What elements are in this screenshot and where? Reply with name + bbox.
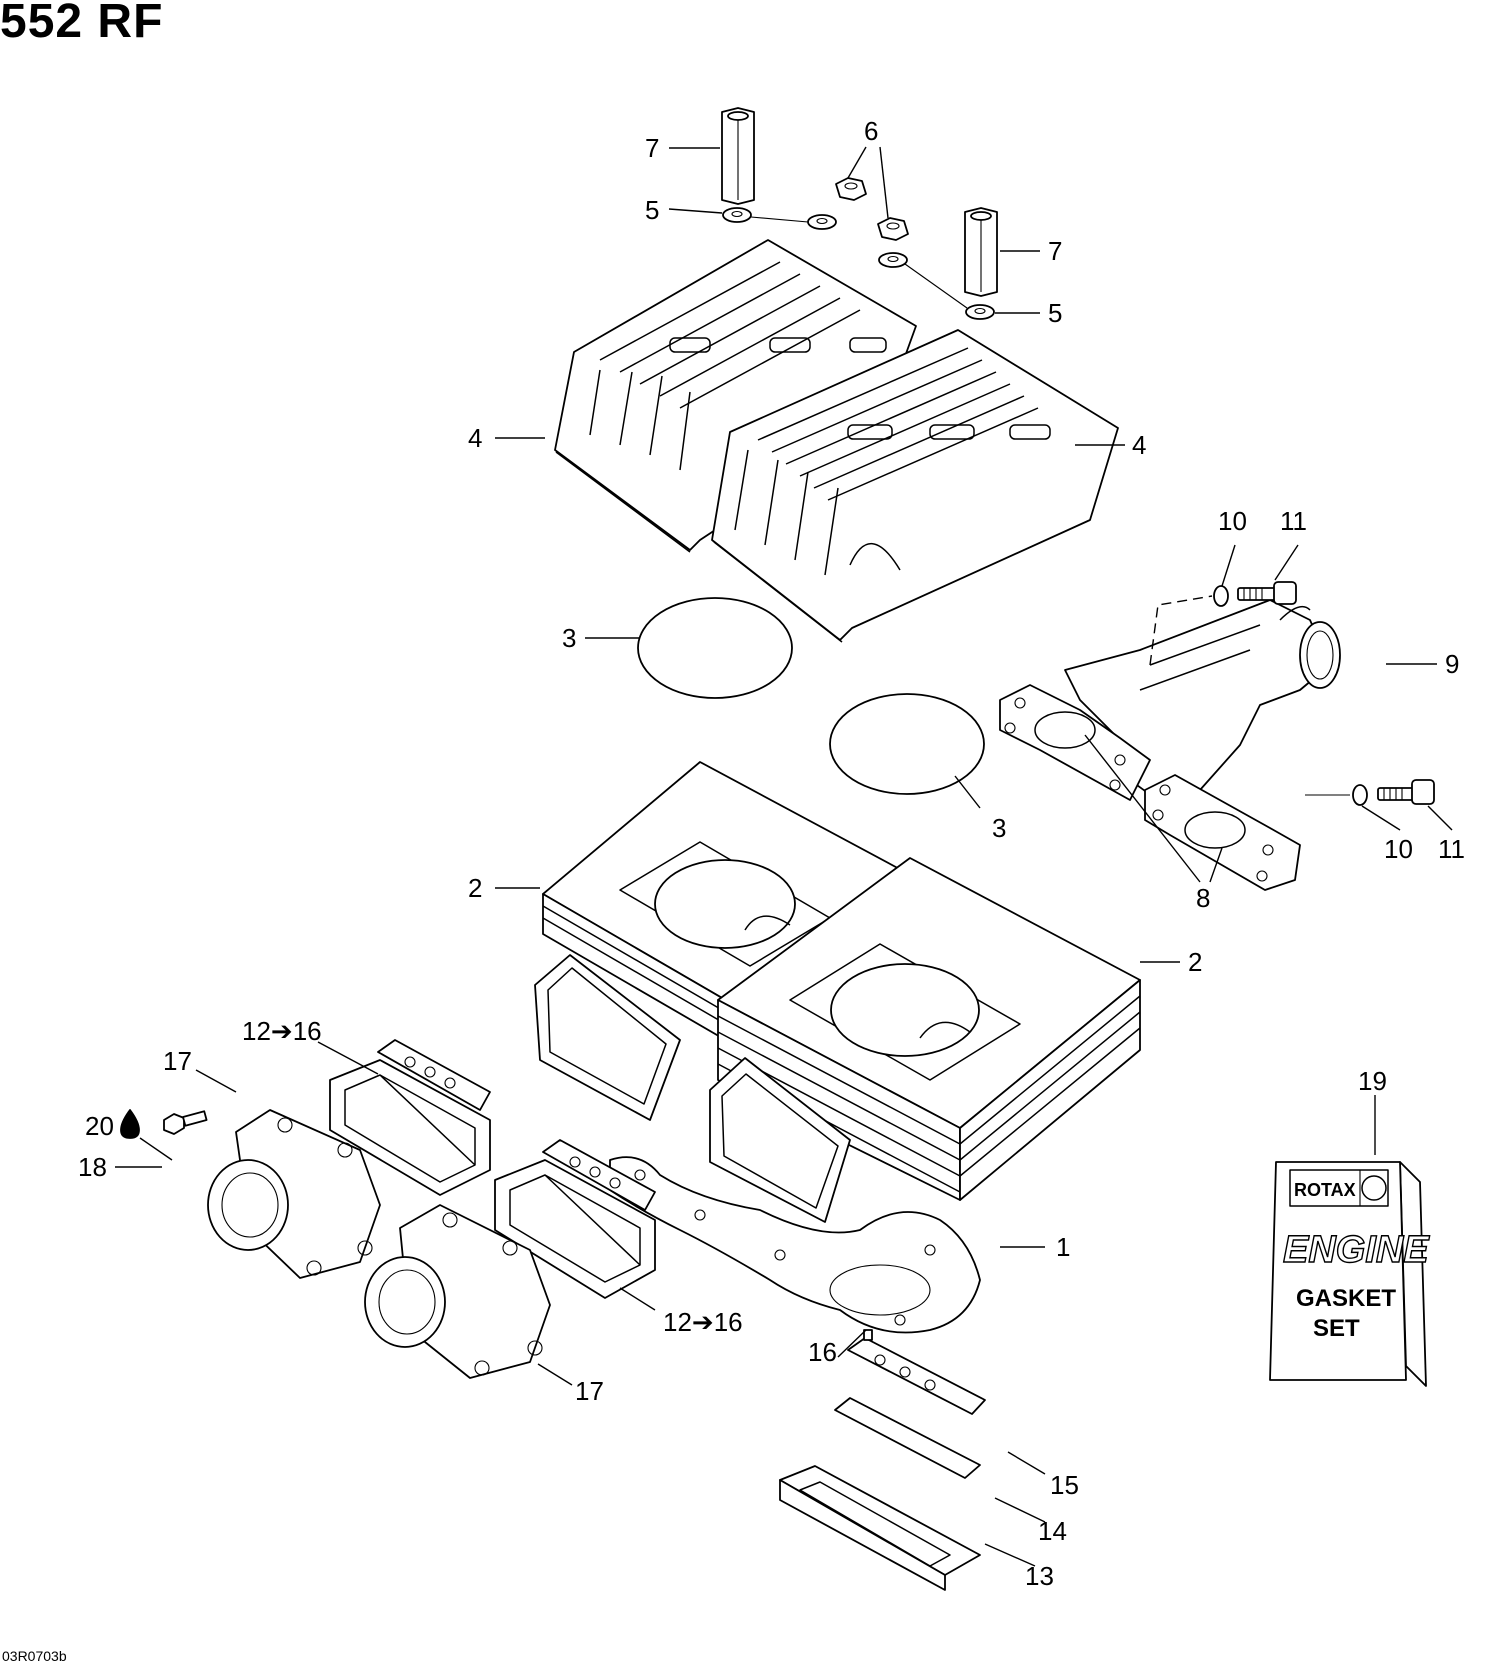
washer-1	[722, 207, 752, 223]
stud-sleeve-right	[964, 207, 998, 297]
callout-2-right: 2	[1188, 947, 1202, 977]
figure-code: 03R0703b	[2, 1648, 67, 1664]
intake-manifold-lower	[364, 1204, 551, 1379]
o-ring-right	[829, 693, 985, 795]
nut-2	[877, 217, 909, 241]
reed-valve-lower	[494, 1159, 656, 1299]
lock-washer-lower	[1352, 784, 1368, 806]
callout-1: 1	[1056, 1232, 1070, 1262]
reed-stop-lower	[542, 1139, 656, 1211]
lock-washer-upper	[1213, 585, 1229, 607]
callout-7-right: 7	[1048, 236, 1062, 266]
screw-lower	[1377, 779, 1435, 805]
callout-8: 8	[1196, 883, 1210, 913]
callout-15: 15	[1050, 1470, 1079, 1500]
kit-line1: ENGINE	[1283, 1229, 1430, 1271]
callout-20: 20	[85, 1111, 114, 1141]
oil-drop-icon	[120, 1109, 140, 1139]
callout-5-left: 5	[645, 195, 659, 225]
page-title: 552 RF	[0, 0, 164, 48]
reed-petal-14	[834, 1397, 981, 1479]
screw-18	[163, 1110, 208, 1135]
callout-4-right: 4	[1132, 430, 1146, 460]
reed-valve-upper	[329, 1059, 491, 1196]
intake-manifold-upper	[207, 1109, 381, 1279]
nut-1	[835, 177, 867, 201]
kit-line3: SET	[1313, 1315, 1360, 1342]
o-ring-left	[637, 597, 793, 699]
callout-12-16-bottom: 12➔16	[663, 1307, 743, 1337]
callout-5-right: 5	[1048, 298, 1062, 328]
callout-16: 16	[808, 1337, 837, 1367]
callout-3-right: 3	[992, 813, 1006, 843]
callout-2-left: 2	[468, 873, 482, 903]
cylinder-head-front	[711, 329, 1119, 643]
reed-stop-15	[847, 1337, 986, 1415]
callout-3-left: 3	[562, 623, 576, 653]
callout-10-bottom: 10	[1384, 834, 1413, 864]
callout-14: 14	[1038, 1516, 1067, 1546]
callout-12-16-top: 12➔16	[242, 1016, 322, 1046]
callout-4-left: 4	[468, 423, 482, 453]
reed-block-13	[779, 1465, 981, 1591]
base-gasket	[609, 1156, 981, 1334]
exhaust-gasket-lower	[1144, 774, 1301, 891]
stud-sleeve-left	[721, 107, 755, 205]
callout-18: 18	[78, 1152, 107, 1182]
screw-upper	[1237, 581, 1297, 605]
screw-16	[863, 1329, 873, 1341]
leader-lines	[115, 146, 1453, 1567]
kit-brand: ROTAX	[1294, 1180, 1356, 1200]
callout-17-top: 17	[163, 1046, 192, 1076]
callout-6: 6	[864, 116, 878, 146]
callout-13: 13	[1025, 1561, 1054, 1591]
callout-17-bottom: 17	[575, 1376, 604, 1406]
washer-2	[807, 214, 837, 230]
kit-line2: GASKET	[1296, 1285, 1396, 1312]
reed-stop-upper	[377, 1039, 491, 1111]
washer-3	[878, 252, 908, 268]
callout-11-bottom: 11	[1438, 834, 1465, 864]
gasket-kit-box	[1269, 1161, 1427, 1387]
callout-7-left: 7	[645, 133, 659, 163]
washer-4	[965, 304, 995, 320]
callout-11-top: 11	[1280, 506, 1307, 536]
callout-9: 9	[1445, 649, 1459, 679]
callout-10-top: 10	[1218, 506, 1247, 536]
intake-port-front	[709, 1057, 851, 1223]
callout-19: 19	[1358, 1066, 1387, 1096]
intake-port-rear	[534, 954, 681, 1121]
bombardier-logo-icon	[1361, 1175, 1387, 1201]
cylinder-front	[717, 857, 1141, 1201]
